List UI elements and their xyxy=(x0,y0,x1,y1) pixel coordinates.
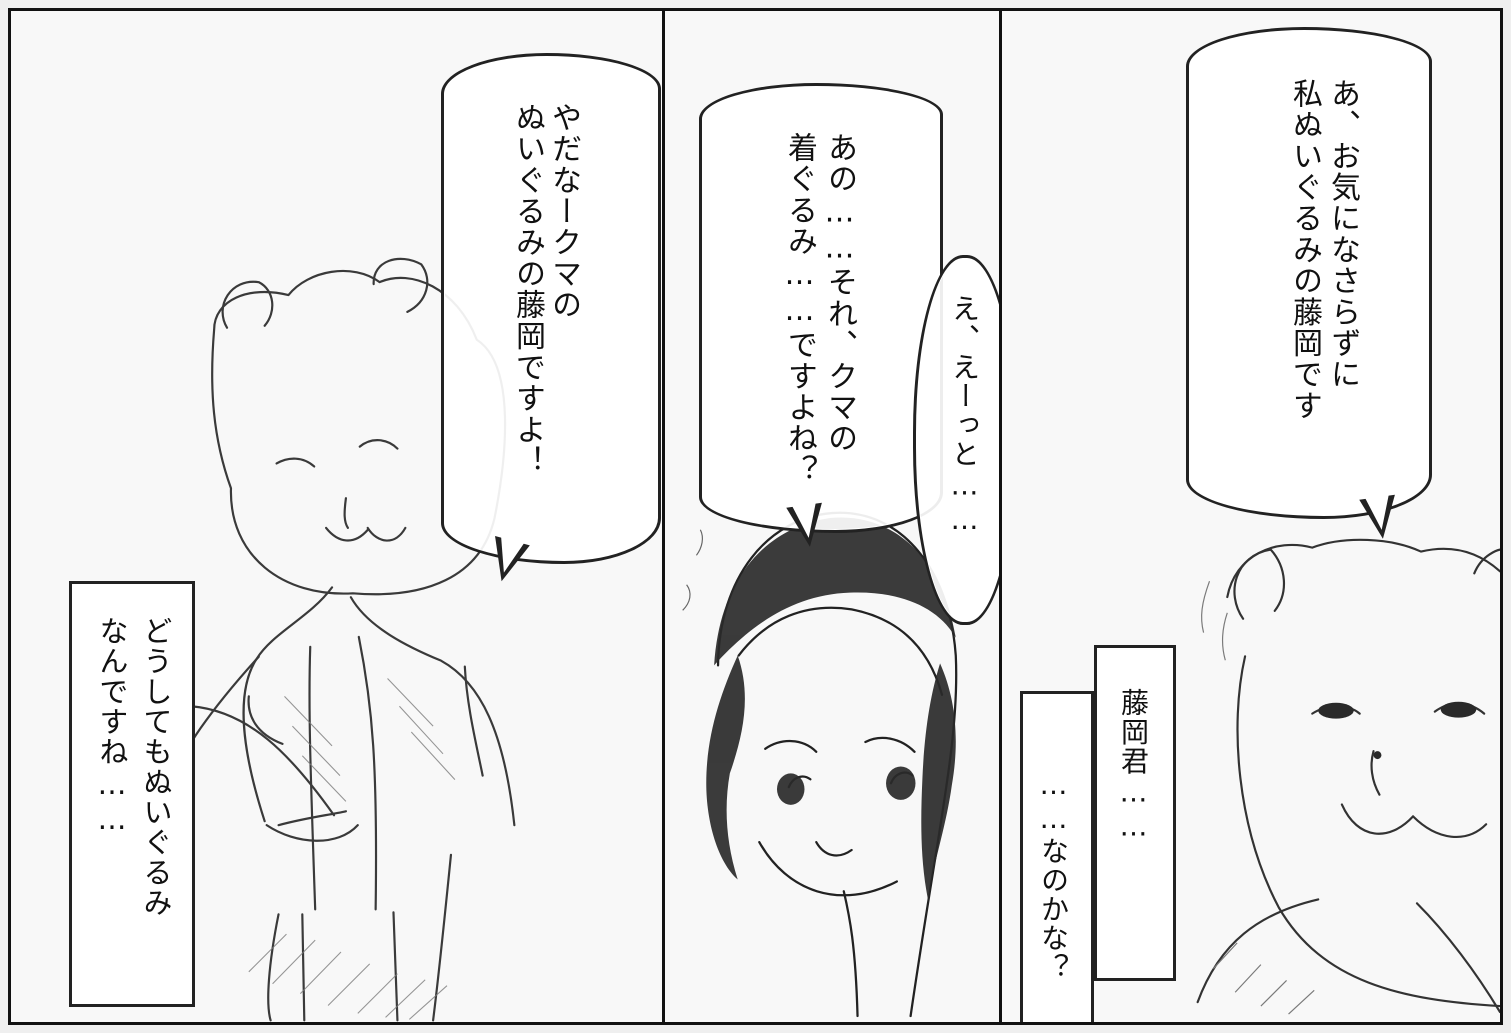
middle-panel: あの……それ、クマの 着ぐるみ……ですよね？ え、えーっと…… xyxy=(662,8,1002,1025)
left-speech-balloon: やだなークマの ぬいぐるみの藤岡ですよ！ xyxy=(441,53,661,564)
right-speech-balloon: あ、お気になさらずに 私ぬいぐるみの藤岡です xyxy=(1186,27,1432,519)
left-narration-line-2: なんですね…… xyxy=(95,616,129,838)
middle-cloud-balloon: え、えーっと…… xyxy=(913,255,999,625)
right-narration-line-1: 藤岡君…… xyxy=(1117,688,1150,844)
right-narration-box-2: 藤岡君…… xyxy=(1094,645,1176,981)
middle-speech-tail xyxy=(786,502,828,550)
middle-cloud-line-1: え、えーっと…… xyxy=(948,294,981,537)
right-narration-line-2: ……なのかな？ xyxy=(1037,768,1070,982)
right-speech-line-2: 私ぬいぐるみの藤岡です xyxy=(1287,78,1322,422)
left-speech-line-2: ぬいぐるみの藤岡ですよ！ xyxy=(510,102,545,477)
middle-speech-balloon: あの……それ、クマの 着ぐるみ……ですよね？ xyxy=(699,83,943,533)
middle-speech-line-2: 着ぐるみ……ですよね？ xyxy=(782,132,817,486)
right-panel: あ、お気になさらずに 私ぬいぐるみの藤岡です ……なのかな？ 藤岡君…… xyxy=(999,8,1503,1025)
middle-speech-line-1: あの……それ、クマの xyxy=(822,132,857,454)
left-narration-box: どうしてもぬいぐるみ なんですね…… xyxy=(69,581,195,1007)
left-panel: やだなークマの ぬいぐるみの藤岡ですよ！ どうしてもぬいぐるみ なんですね…… xyxy=(8,8,665,1025)
left-speech-line-1: やだなークマの xyxy=(546,102,581,321)
right-speech-tail xyxy=(1359,494,1401,542)
left-narration-line-1: どうしてもぬいぐるみ xyxy=(139,616,173,918)
right-speech-line-1: あ、お気になさらずに xyxy=(1325,78,1360,390)
right-narration-box-1: ……なのかな？ xyxy=(1020,691,1094,1022)
